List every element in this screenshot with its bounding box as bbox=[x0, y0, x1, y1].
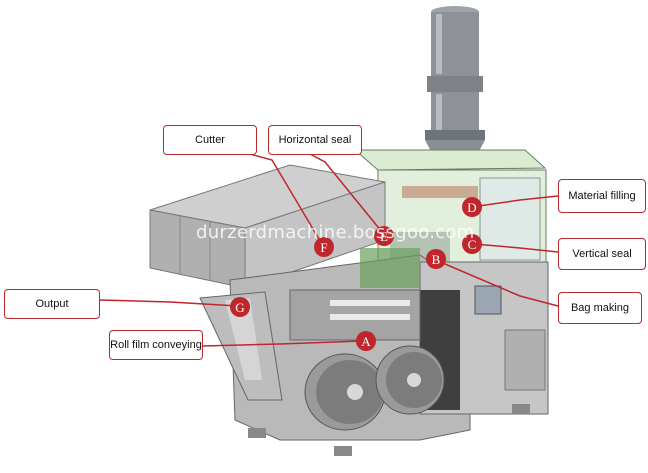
leader-bag-making bbox=[437, 260, 559, 307]
callout-material-filling: Material filling bbox=[558, 179, 646, 213]
leader-output bbox=[99, 299, 239, 307]
callout-material-filling-label: Material filling bbox=[568, 190, 636, 202]
marker-g: G bbox=[230, 297, 250, 317]
output-chute bbox=[199, 291, 283, 401]
callout-vertical-seal-label: Vertical seal bbox=[572, 248, 632, 260]
callout-output-label: Output bbox=[35, 298, 69, 310]
marker-e-label: E bbox=[380, 229, 388, 244]
marker-d: D bbox=[462, 197, 482, 217]
callout-horizontal-seal-label: Horizontal seal bbox=[278, 134, 352, 146]
leader-vertical-seal bbox=[473, 243, 559, 253]
marker-a: A bbox=[356, 331, 376, 351]
leader-horizontal-seal bbox=[309, 153, 383, 233]
callout-horizontal-seal: Horizontal seal bbox=[268, 125, 362, 155]
leader-cutter bbox=[249, 153, 323, 245]
callout-bag-making-label: Bag making bbox=[570, 302, 630, 314]
callout-output: Output bbox=[4, 289, 100, 319]
callout-bag-making: Bag making bbox=[558, 292, 642, 324]
callout-cutter-label: Cutter bbox=[195, 134, 225, 146]
marker-a-label: A bbox=[361, 334, 371, 349]
callout-vertical-seal: Vertical seal bbox=[558, 238, 646, 270]
machine-feet bbox=[248, 404, 530, 456]
marker-c-label: C bbox=[468, 237, 477, 252]
marker-f: F bbox=[314, 237, 334, 257]
leader-material-filling bbox=[471, 195, 559, 208]
callout-roll-film-conveying-label: Roll film conveying bbox=[110, 339, 202, 351]
film-rolls bbox=[304, 345, 445, 431]
leader-roll-film bbox=[202, 340, 363, 347]
marker-g-label: G bbox=[235, 300, 244, 315]
marker-c: C bbox=[462, 234, 482, 254]
marker-f-label: F bbox=[320, 240, 327, 255]
callout-cutter: Cutter bbox=[163, 125, 257, 155]
marker-b: B bbox=[426, 249, 446, 269]
marker-e: E bbox=[374, 226, 394, 246]
marker-d-label: D bbox=[467, 200, 476, 215]
watermark: durzerdmachine.bossgoo.com bbox=[196, 222, 475, 243]
leader-lines bbox=[99, 153, 559, 347]
callout-roll-film-conveying: Roll film conveying bbox=[109, 330, 203, 360]
marker-b-label: B bbox=[432, 252, 441, 267]
